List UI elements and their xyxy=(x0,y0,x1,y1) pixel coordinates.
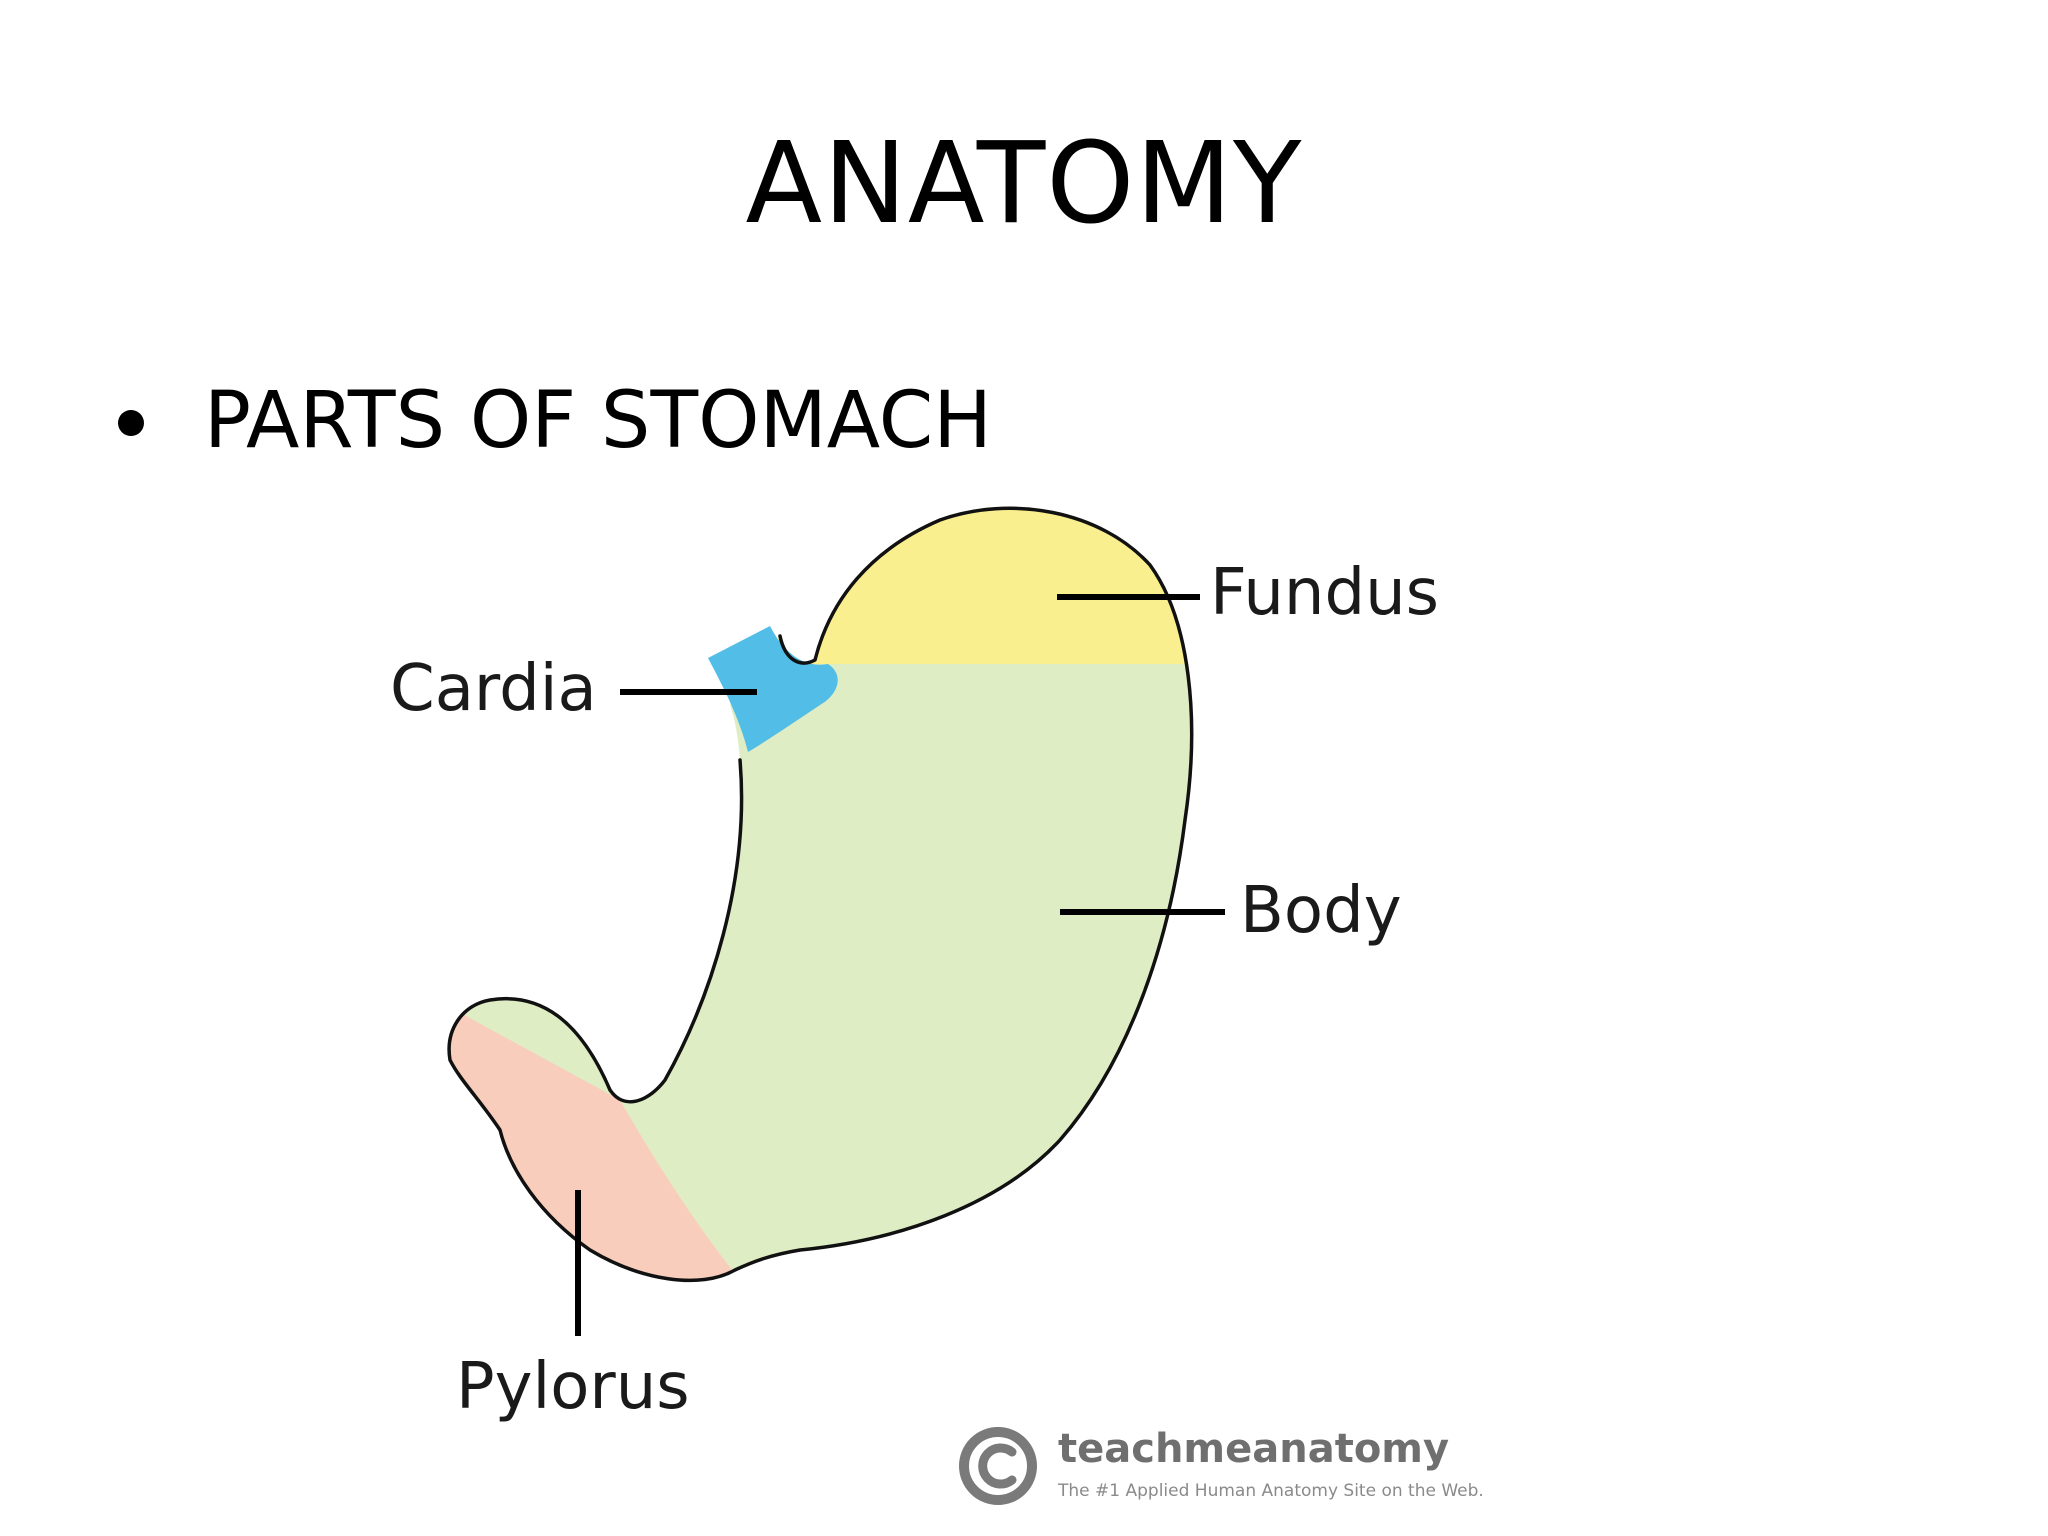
bullet-item: PARTS OF STOMACH xyxy=(118,382,992,460)
stomach-regions xyxy=(449,508,1192,1281)
fundus-label: Fundus xyxy=(1210,556,1439,630)
cardia-label: Cardia xyxy=(390,652,597,726)
stomach-outline xyxy=(447,506,1194,1283)
cardia-region xyxy=(708,626,838,752)
slide-title: ANATOMY xyxy=(745,119,1303,249)
teachmeanatomy-credit: teachmeanatomy The #1 Applied Human Anat… xyxy=(959,1426,1484,1505)
bullet-dot-icon xyxy=(118,410,144,436)
fundus-region xyxy=(449,508,1192,664)
credit-brand: teachmeanatomy xyxy=(1058,1426,1449,1472)
body-label: Body xyxy=(1240,874,1402,948)
pylorus-label: Pylorus xyxy=(456,1350,690,1424)
credit-tagline: The #1 Applied Human Anatomy Site on the… xyxy=(1057,1481,1484,1501)
copyright-icon xyxy=(959,1427,1037,1505)
bullet-text: PARTS OF STOMACH xyxy=(204,376,992,466)
